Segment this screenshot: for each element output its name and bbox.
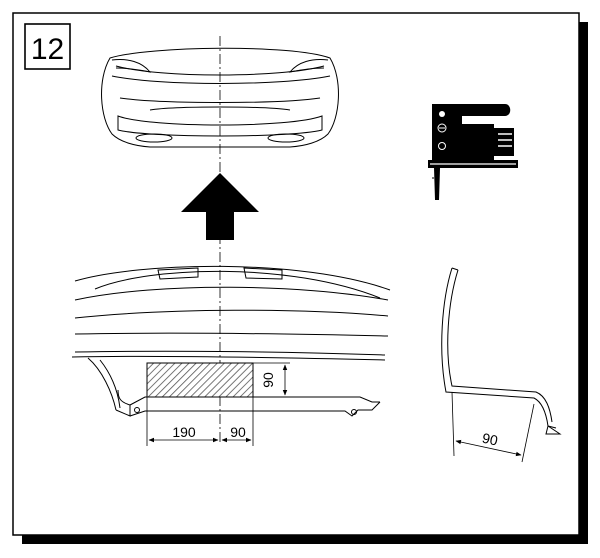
- panel-frame: [12, 12, 588, 544]
- bumper-overview: [101, 47, 339, 148]
- horizontal-dimensions: [146, 397, 254, 446]
- profile-dimension: [451, 391, 535, 463]
- dimension-label-90-height: 90: [260, 372, 276, 388]
- bumper-detail: [71, 265, 391, 417]
- vertical-dimension: [253, 362, 290, 398]
- cut-area: [146, 362, 254, 398]
- dimension-label-90-profile: 90: [481, 430, 500, 449]
- step-number-box: 12: [24, 23, 71, 70]
- step-number: 12: [31, 33, 64, 66]
- dimension-label-190: 190: [172, 424, 196, 440]
- profile-section: [441, 267, 562, 435]
- jigsaw-icon: [428, 104, 518, 200]
- dimension-label-90-width: 90: [230, 424, 246, 440]
- up-arrow-icon: [181, 173, 259, 240]
